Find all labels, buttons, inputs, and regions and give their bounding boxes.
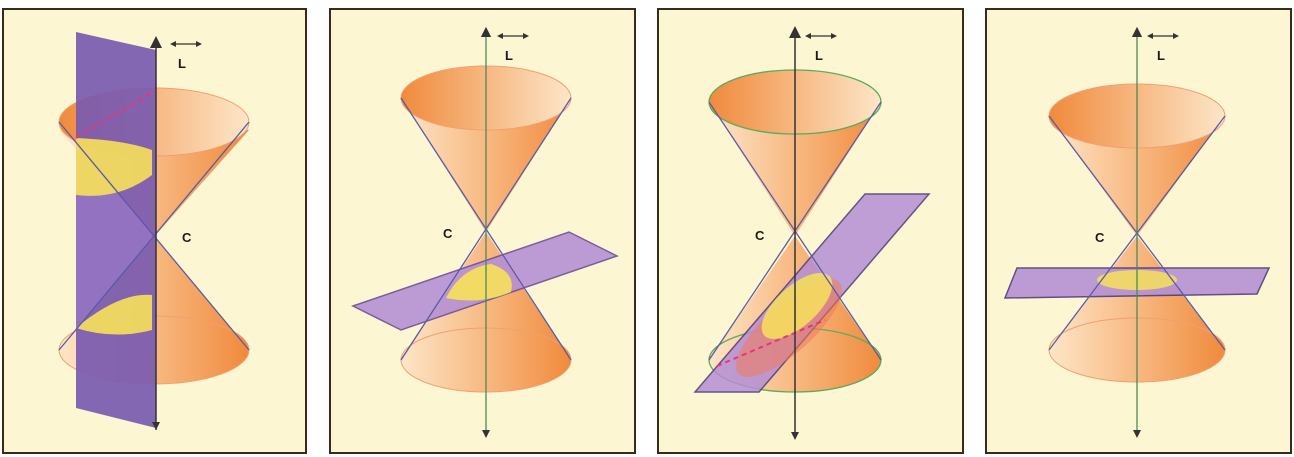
- dashed-line: [716, 319, 826, 367]
- vertex-label: C: [755, 228, 765, 243]
- lower-hyperbola-branch: [76, 294, 152, 335]
- ellipse-diagram: L C: [693, 26, 931, 440]
- panel-hyperbola: L C: [2, 8, 307, 454]
- panel-parabola: L C: [329, 8, 636, 454]
- upper-hyperbola-branch: [76, 138, 152, 196]
- axis-label: L: [1157, 48, 1165, 63]
- hyperbola-diagram: L C: [58, 32, 250, 430]
- panel-ellipse: L C: [657, 8, 964, 454]
- axis-label: L: [178, 56, 186, 71]
- axis-label: L: [505, 48, 513, 63]
- vertex-label: C: [443, 226, 453, 241]
- generator-line: [58, 121, 250, 351]
- axis-arrow-down: [791, 432, 799, 440]
- parabola-diagram: L C: [351, 26, 619, 438]
- vertex-label: C: [182, 230, 192, 245]
- axis-arrow-down: [152, 422, 160, 430]
- dashed-line: [75, 89, 157, 139]
- ellipse-section: [761, 273, 833, 339]
- axis-label: L: [815, 48, 823, 63]
- circle-diagram: L C: [1003, 26, 1271, 438]
- axis-arrow-down: [1133, 430, 1141, 438]
- vertex-label: C: [1095, 230, 1105, 245]
- axis-arrow-down: [482, 430, 490, 438]
- parabola-section: [446, 264, 512, 301]
- panel-circle: L C: [985, 8, 1292, 454]
